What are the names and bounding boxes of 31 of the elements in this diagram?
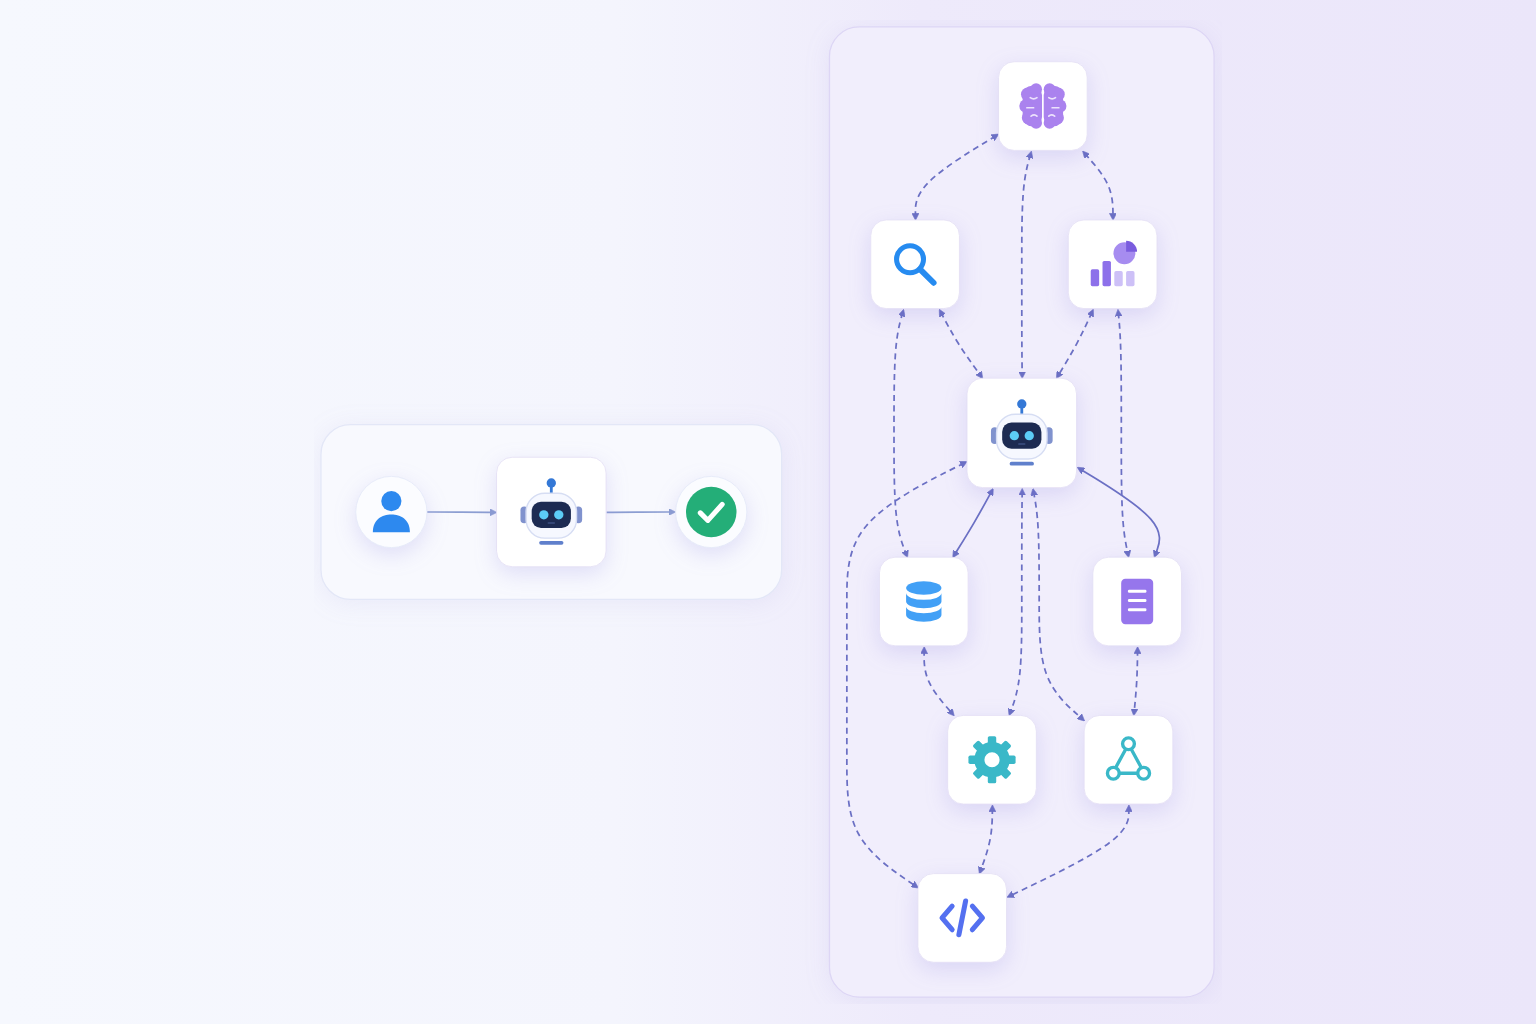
cluster [829,26,1216,998]
arrow [920,646,955,717]
arrow [1056,309,1095,379]
arrow [426,508,498,517]
arrow [1018,150,1034,379]
arrow [893,309,910,558]
arrow [1131,646,1142,717]
arrow [912,133,1000,221]
node-box [947,714,1038,805]
node-box [879,556,969,647]
arrow [952,488,995,558]
node-circle [675,475,748,549]
node-box [967,377,1078,489]
node-box [998,61,1089,151]
arrow [1008,488,1027,717]
arrow [939,309,984,379]
arrow [846,461,968,889]
node-box [1068,219,1158,310]
arrow [1115,309,1132,558]
arrow [1007,804,1134,898]
node-box [870,219,961,310]
node-box [1092,556,1183,647]
node-box [917,873,1008,963]
node-box [496,456,607,568]
arrow [1030,488,1086,722]
arrow [978,804,997,875]
node-box [1084,714,1174,805]
node-circle [355,475,428,549]
arrow [1077,466,1161,558]
arrow [606,508,677,516]
arrow [1082,150,1118,221]
